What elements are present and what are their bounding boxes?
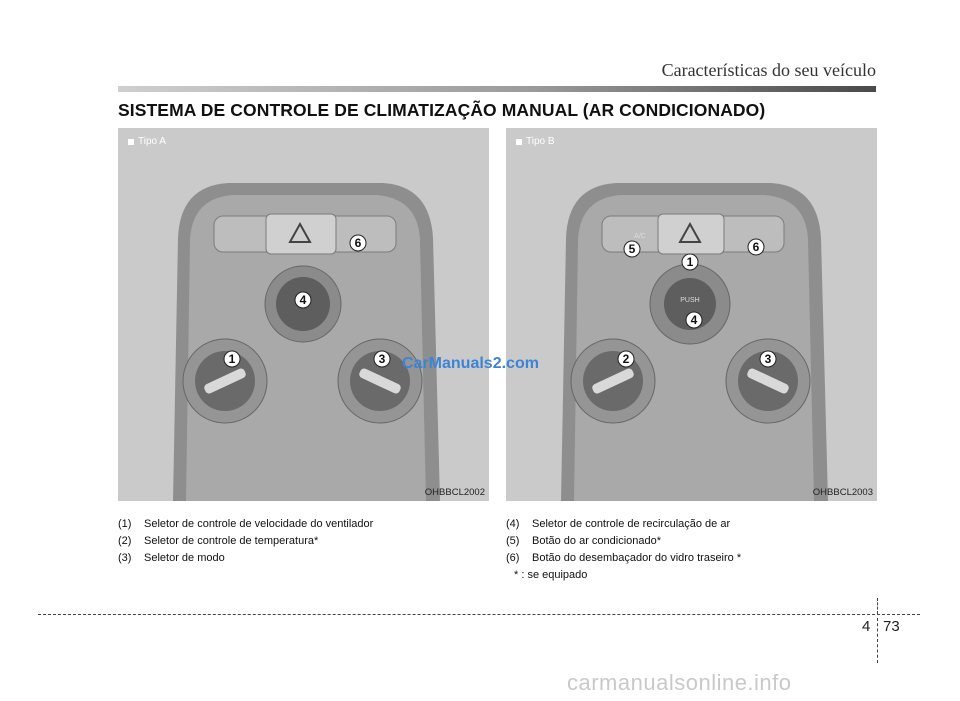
watermark: CarManuals2.com bbox=[402, 355, 539, 372]
caption-list-left: (1)Seletor de controle de velocidade do … bbox=[118, 516, 373, 567]
page-divider-top bbox=[877, 598, 878, 614]
square-icon bbox=[516, 138, 522, 145]
footnote: * : se equipado bbox=[514, 569, 588, 581]
type-tag-label: Tipo A bbox=[138, 136, 166, 147]
caption-item: (6)Botão do desembaçador do vidro trasei… bbox=[506, 552, 742, 564]
top-rule bbox=[118, 86, 876, 92]
type-tag-label: Tipo B bbox=[526, 136, 555, 147]
page-divider bbox=[877, 618, 878, 663]
type-tag: Tipo A bbox=[128, 136, 166, 147]
chapter-number: 4 bbox=[862, 618, 871, 635]
type-tag: Tipo B bbox=[516, 136, 555, 147]
figure-tipo-b: Tipo B OHBBCL2003 bbox=[506, 128, 877, 501]
caption-item: (2)Seletor de controle de temperatura* bbox=[118, 535, 319, 547]
section-title: Características do seu veículo bbox=[661, 60, 876, 80]
control-panel-illustration-b bbox=[561, 183, 828, 501]
caption-item: (4)Seletor de controle de recirculação d… bbox=[506, 518, 731, 530]
footer-watermark: carmanualsonline.info bbox=[567, 670, 792, 695]
caption-list-right: (4)Seletor de controle de recirculação d… bbox=[506, 516, 741, 584]
caption-item: (5)Botão do ar condicionado* bbox=[506, 535, 662, 547]
square-icon bbox=[128, 138, 134, 145]
figure-code: OHBBCL2002 bbox=[424, 487, 485, 498]
figure-tipo-a: Tipo A OHBBCL2002 bbox=[118, 128, 489, 501]
figure-code: OHBBCL2003 bbox=[812, 487, 873, 498]
page-number: 73 bbox=[883, 618, 900, 635]
caption-item: (1)Seletor de controle de velocidade do … bbox=[118, 518, 374, 530]
bottom-rule bbox=[38, 614, 920, 615]
control-panel-illustration-a bbox=[173, 183, 440, 501]
caption-item: (3)Seletor de modo bbox=[118, 552, 225, 564]
page-heading: SISTEMA DE CONTROLE DE CLIMATIZAÇÃO MANU… bbox=[118, 100, 766, 120]
